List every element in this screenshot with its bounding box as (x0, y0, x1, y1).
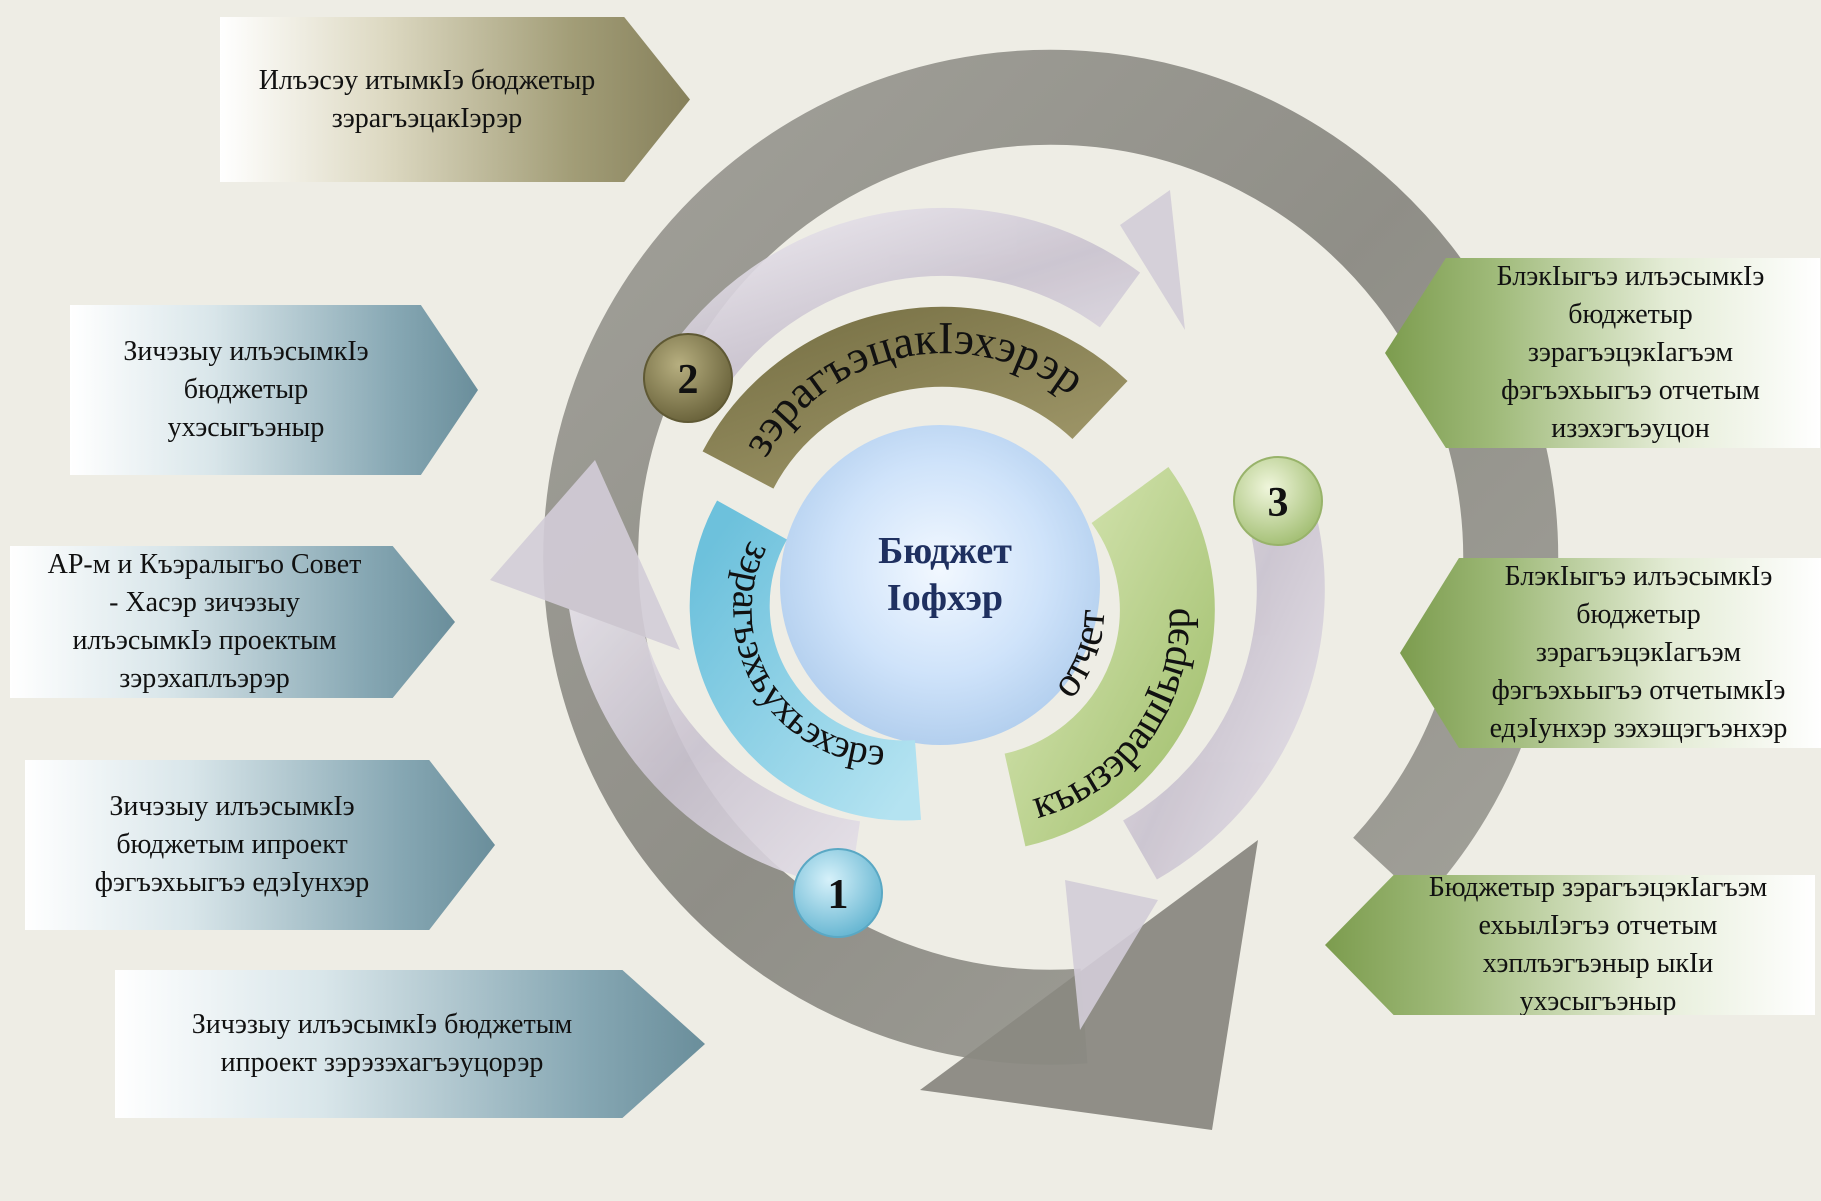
callout-left-3: Зичэзыу илъэсымкIэ бюджетым ипроект фэгъ… (25, 760, 495, 930)
middle-cycle-arrows (490, 190, 1325, 1030)
callout-right-1: БлэкIыгъэ илъэсымкIэ бюджетыр зэрагъэцэк… (1385, 258, 1820, 448)
stage1-number: 1 (828, 872, 849, 918)
callout-right-3: Бюджетыр зэрагъэцэкIагъэм ехьылIэгъэ отч… (1325, 875, 1815, 1015)
stage2-number-badge: 2 (643, 333, 733, 423)
center-circle (780, 425, 1100, 745)
callout-left-4-text: Зичэзыу илъэсымкIэ бюджетым ипроект зэрэ… (191, 1009, 573, 1078)
callout-left-3-text: Зичэзыу илъэсымкIэ бюджетым ипроект фэгъ… (94, 791, 370, 898)
center-title-line2: Iофхэр (887, 577, 1003, 619)
callout-top-left-text: Илъэсэу итымкIэ бюджетыр зэрагъэцакIэрэр (258, 64, 596, 134)
callout-left-1: Зичэзыу илъэсымкIэ бюджетыр ухэсыгъэныр (70, 305, 478, 475)
callout-left-2: АР-м и Къэралыгъо Совет - Хасэр зичэзыу … (10, 546, 455, 698)
stage3-number-badge: 3 (1233, 456, 1323, 546)
callout-left-2-text: АР-м и Къэралыгъо Совет - Хасэр зичэзыу … (47, 549, 362, 694)
stage2-number: 2 (678, 357, 699, 403)
callout-right-2-text: БлэкIыгъэ илъэсымкIэ бюджетыр зэрагъэцэк… (1489, 561, 1788, 744)
callout-top-left: Илъэсэу итымкIэ бюджетыр зэрагъэцакIэрэр (220, 17, 690, 182)
callout-left-4: Зичэзыу илъэсымкIэ бюджетым ипроект зэрэ… (115, 970, 705, 1118)
callout-right-3-text: Бюджетыр зэрагъэцэкIагъэм ехьылIэгъэ отч… (1428, 872, 1768, 1017)
stage1-number-badge: 1 (793, 848, 883, 938)
stage3-number: 3 (1268, 480, 1289, 526)
center-title-line1: Бюджет (878, 530, 1012, 572)
callout-right-2: БлэкIыгъэ илъэсымкIэ бюджетыр зэрагъэцэк… (1400, 558, 1821, 748)
callout-right-1-text: БлэкIыгъэ илъэсымкIэ бюджетыр зэрагъэцэк… (1496, 261, 1765, 444)
callout-left-1-text: Зичэзыу илъэсымкIэ бюджетыр ухэсыгъэныр (123, 336, 369, 443)
